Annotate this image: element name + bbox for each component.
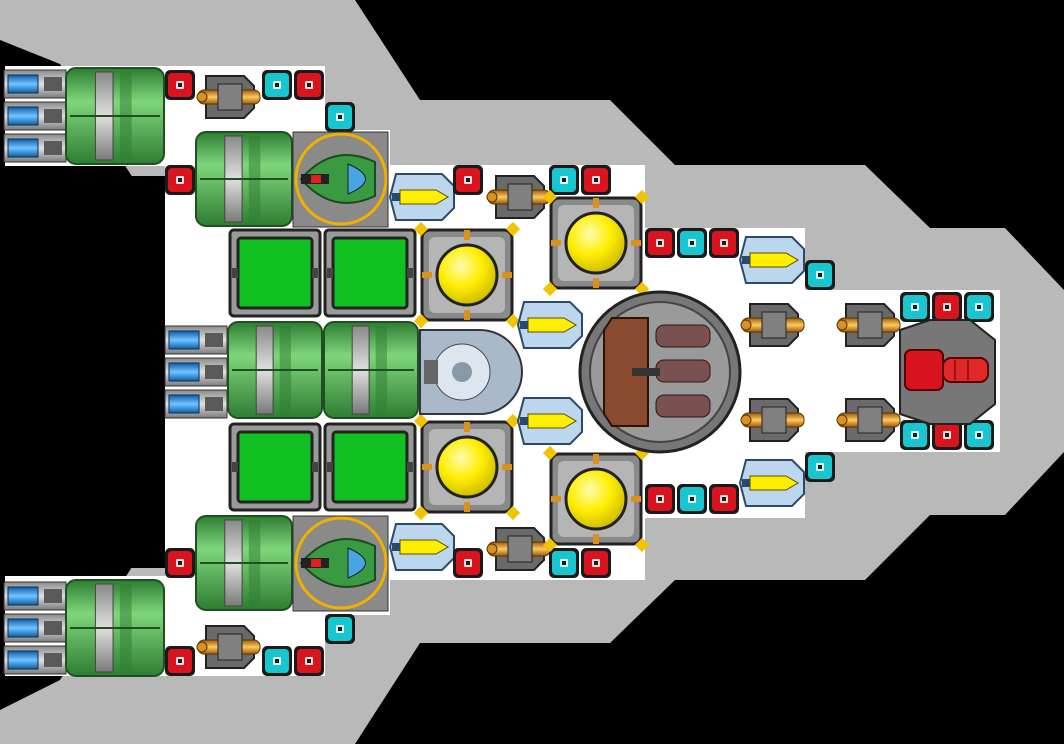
armor-icon — [932, 420, 962, 450]
reactor-icon — [542, 445, 650, 553]
armor-icon — [165, 165, 195, 195]
cannon-icon — [196, 625, 261, 669]
engine-icon — [65, 579, 165, 677]
hull-left-cut — [0, 176, 100, 568]
laser-icon — [516, 397, 583, 445]
shield-icon — [964, 292, 994, 322]
battery-icon — [228, 228, 322, 318]
thruster-icon — [3, 101, 67, 131]
laser-icon — [388, 173, 455, 221]
shield-icon — [805, 452, 835, 482]
armor-icon — [165, 548, 195, 578]
cockpit-icon — [292, 515, 389, 612]
cannon-icon — [740, 398, 805, 442]
thruster-icon — [3, 133, 67, 163]
thruster-icon — [3, 613, 67, 643]
cannon-icon — [486, 175, 551, 219]
shield-icon — [805, 260, 835, 290]
core-icon — [578, 290, 742, 454]
nose-gun-icon — [899, 319, 996, 425]
armor-icon — [294, 646, 324, 676]
shield-icon — [325, 614, 355, 644]
armor-icon — [294, 70, 324, 100]
shield-icon — [677, 228, 707, 258]
thruster-icon — [164, 357, 228, 387]
armor-icon — [581, 165, 611, 195]
engine-icon — [227, 321, 323, 419]
cannon-icon — [196, 75, 261, 119]
shield-icon — [549, 548, 579, 578]
thruster-icon — [164, 389, 228, 419]
armor-icon — [165, 646, 195, 676]
armor-icon — [581, 548, 611, 578]
armor-icon — [453, 548, 483, 578]
reactor-icon — [413, 413, 521, 521]
engine-icon — [65, 67, 165, 165]
cannon-icon — [486, 527, 551, 571]
engine-icon — [195, 515, 293, 611]
thruster-icon — [3, 645, 67, 675]
shield-icon — [325, 102, 355, 132]
shield-icon — [677, 484, 707, 514]
cannon-icon — [836, 398, 901, 442]
reactor-icon — [413, 221, 521, 329]
laser-icon — [388, 523, 455, 571]
thruster-icon — [3, 69, 67, 99]
shield-icon — [900, 292, 930, 322]
core-icon — [419, 329, 523, 415]
engine-icon — [323, 321, 419, 419]
cockpit-icon — [292, 131, 389, 228]
armor-icon — [645, 228, 675, 258]
battery-icon — [323, 228, 417, 318]
thruster-icon — [3, 581, 67, 611]
armor-icon — [932, 292, 962, 322]
reactor-icon — [542, 189, 650, 297]
engine-icon — [195, 131, 293, 227]
laser-icon — [738, 236, 805, 284]
armor-icon — [165, 70, 195, 100]
battery-icon — [323, 422, 417, 512]
laser-icon — [516, 301, 583, 349]
armor-icon — [709, 228, 739, 258]
shield-icon — [262, 646, 292, 676]
battery-icon — [228, 422, 322, 512]
thruster-icon — [164, 325, 228, 355]
shield-icon — [262, 70, 292, 100]
cannon-icon — [740, 303, 805, 347]
armor-icon — [645, 484, 675, 514]
shield-icon — [900, 420, 930, 450]
armor-icon — [709, 484, 739, 514]
shield-icon — [549, 165, 579, 195]
shield-icon — [964, 420, 994, 450]
armor-icon — [453, 165, 483, 195]
laser-icon — [738, 459, 805, 507]
cannon-icon — [836, 303, 901, 347]
